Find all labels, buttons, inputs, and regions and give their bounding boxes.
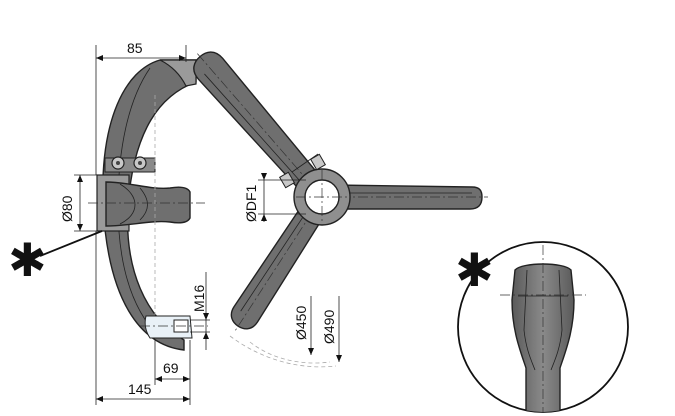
swing-arc-inner — [249, 341, 331, 364]
dim-bore-label: Ø80 — [59, 195, 75, 222]
front-view — [193, 51, 488, 368]
bolt-heads — [104, 156, 156, 173]
dim-total-label: 145 — [128, 381, 152, 397]
dim-df-label: ØDF1 — [243, 184, 259, 222]
detail-view: ✱ — [455, 241, 629, 413]
dim-85-label: 85 — [127, 40, 143, 56]
side-view — [88, 59, 208, 351]
dim-offset-label: 69 — [163, 360, 179, 376]
dim-outer-label: Ø490 — [321, 310, 337, 344]
detail-marker-star: ✱ — [8, 233, 47, 287]
detail-leader-line — [39, 230, 103, 257]
blade-top-cap — [159, 59, 197, 87]
curved-blade — [102, 59, 197, 351]
arm-upper — [193, 51, 326, 199]
dim-inner-label: Ø450 — [293, 306, 309, 340]
swing-arc-outer — [229, 335, 337, 368]
dim-thread-label: M16 — [191, 285, 207, 312]
detail-title-star: ✱ — [455, 243, 494, 297]
side-dimensions: 85 Ø80 M16 69 145 — [59, 40, 210, 405]
side-spindle — [105, 181, 191, 227]
front-dimensions: ØDF1 Ø450 Ø490 — [243, 173, 342, 362]
